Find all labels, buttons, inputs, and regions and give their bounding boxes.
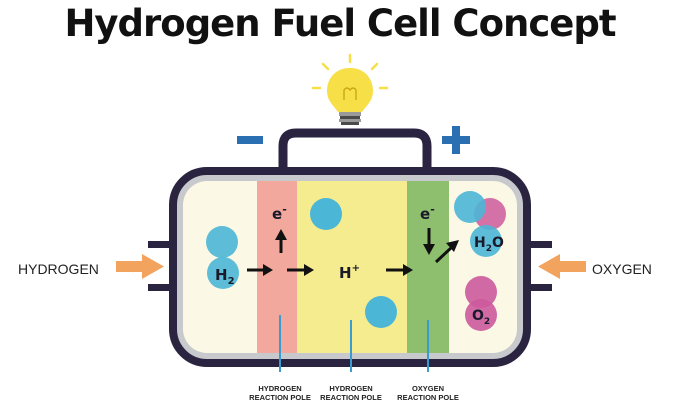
electrolyte-pole-label: HYDROGEN REACTION POLE [320, 384, 382, 402]
h2-label: H2 [215, 266, 235, 287]
anode-pole-label: HYDROGEN REACTION POLE [249, 384, 311, 402]
water-hydrogen-atom-2 [470, 225, 502, 257]
proton-particle-bottom [365, 296, 397, 328]
electron-label-anode: e- [272, 203, 287, 223]
hydrogen-molecule-lower [207, 257, 239, 289]
proton-particle-top [310, 198, 342, 230]
hydrogen-molecule-upper [206, 226, 238, 258]
oxygen-label: OXYGEN [592, 261, 652, 277]
oxygen-inlet-pipe [524, 241, 552, 291]
oxygen-molecule-upper [465, 276, 497, 308]
o2-label: O2 [472, 308, 490, 327]
water-hydrogen-atom [454, 191, 486, 223]
positive-terminal-icon [442, 126, 470, 154]
hydrogen-label: HYDROGEN [18, 261, 99, 277]
oxygen-molecule-lower [465, 299, 497, 331]
h2o-label: H2O [474, 235, 504, 254]
pole-pointer-lines [279, 315, 429, 372]
page-title: Hydrogen Fuel Cell Concept [64, 2, 616, 45]
electron-label-cathode: e- [420, 203, 435, 223]
hydrogen-inlet-pipe [148, 241, 176, 291]
hydrogen-input-arrow [116, 254, 164, 279]
negative-terminal-icon [237, 136, 263, 144]
cathode-pole-label: OXYGEN REACTION POLE [397, 384, 459, 402]
circuit-wire [278, 128, 432, 172]
flow-arrows [247, 228, 459, 276]
light-bulb-icon [311, 53, 389, 125]
h-plus-label: H+ [339, 263, 360, 282]
oxygen-input-arrow [538, 254, 586, 279]
